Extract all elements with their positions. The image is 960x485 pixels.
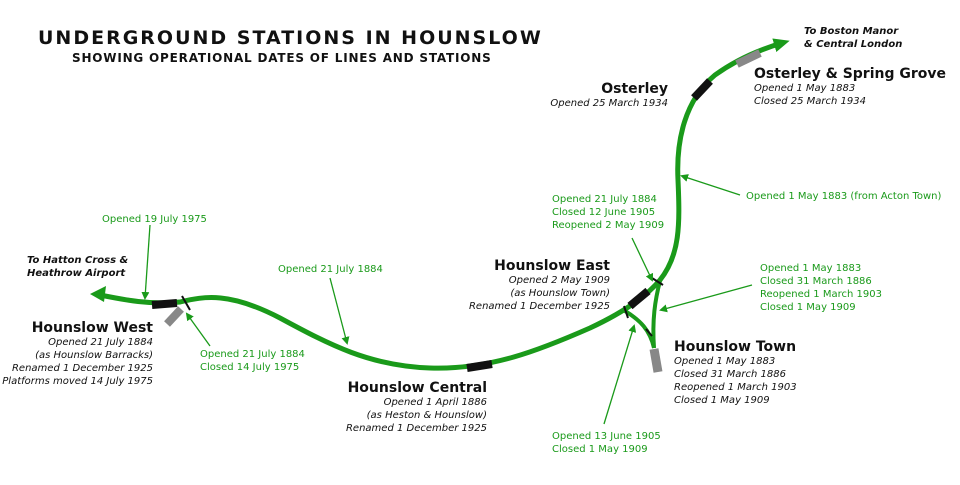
- annotation-line: Opened 1 May 1883 (from Acton Town): [746, 191, 942, 202]
- station-date: Platforms moved 14 July 1975: [2, 376, 153, 387]
- annotation-line: Closed 1 May 1909: [552, 444, 648, 455]
- hounslow-west-old-platform: [164, 306, 184, 327]
- station-date: Closed 1 May 1909: [674, 395, 770, 406]
- annotation-acton-town: Opened 1 May 1883 (from Acton Town): [746, 190, 941, 203]
- station-date: Opened 1 May 1883: [674, 356, 776, 367]
- annotation-line: Opened 21 July 1884: [200, 349, 305, 360]
- junction-marker: [181, 295, 191, 311]
- annotation-line: Closed 14 July 1975: [200, 362, 300, 373]
- annotation-line: Closed 31 March 1886: [760, 276, 872, 287]
- station-osterley: Osterley Opened 25 March 1934: [550, 81, 668, 110]
- station-name: Hounslow Central: [347, 380, 487, 396]
- annotation-line: Closed 1 May 1909: [760, 302, 856, 313]
- station-name: Osterley & Spring Grove: [754, 66, 947, 82]
- destination-west: To Hatton Cross & Heathrow Airport: [27, 254, 128, 280]
- station-date: Opened 1 May 1883: [754, 83, 856, 94]
- station-date: Opened 21 July 1884: [48, 337, 153, 348]
- annotation-arrow: [185, 312, 211, 347]
- station-date: Opened 2 May 1909: [508, 275, 610, 286]
- annotation-arrow: [659, 284, 753, 313]
- station-name: Hounslow East: [494, 258, 610, 274]
- annotation-line: Closed 12 June 1905: [552, 207, 656, 218]
- annotation-line: Opened 21 July 1884: [278, 264, 383, 275]
- station-name: Hounslow West: [31, 320, 153, 336]
- destination-line: & Central London: [804, 39, 903, 50]
- hounslow-central-platform: [466, 360, 493, 372]
- station-name: Hounslow Town: [674, 339, 797, 355]
- annotation-line: Opened 13 June 1905: [552, 431, 661, 442]
- station-date: Opened 1 April 1886: [383, 397, 487, 408]
- annotation-arrow: [141, 224, 151, 300]
- station-date: Closed 25 March 1934: [754, 96, 867, 107]
- station-hounslow-east: Hounslow East Opened 2 May 1909 (as Houn…: [469, 258, 610, 313]
- annotation-east-curve: Opened 21 July 1884 Closed 12 June 1905 …: [552, 193, 664, 232]
- station-osterley-spring-grove: Osterley & Spring Grove Opened 1 May 188…: [754, 66, 946, 108]
- destination-line: To Boston Manor: [804, 26, 899, 37]
- annotation-line: Opened 21 July 1884: [552, 194, 657, 205]
- annotation-line: Opened 1 May 1883: [760, 263, 862, 274]
- annotation-town-north: Opened 1 May 1883 Closed 31 March 1886 R…: [760, 262, 882, 314]
- destination-line: Heathrow Airport: [27, 268, 126, 279]
- osterley-spring-grove-platform: [735, 49, 762, 68]
- west-arrowhead: [90, 286, 106, 302]
- station-date: Renamed 1 December 1925: [345, 423, 487, 434]
- annotation-heathrow-ext: Opened 19 July 1975: [102, 213, 207, 226]
- hounslow-west-platform: [151, 299, 178, 309]
- osterley-platform: [691, 78, 713, 101]
- hounslow-east-platform: [627, 287, 651, 310]
- hounslow-town-branch-north: [651, 280, 662, 349]
- annotation-west-old: Opened 21 July 1884 Closed 14 July 1975: [200, 348, 305, 374]
- annotation-line: Reopened 1 March 1903: [760, 289, 882, 300]
- station-date: (as Hounslow Town): [510, 288, 610, 299]
- page-subtitle: SHOWING OPERATIONAL DATES OF LINES AND S…: [72, 51, 492, 65]
- annotation-arrow: [680, 174, 741, 196]
- station-date: (as Hounslow Barracks): [35, 350, 153, 361]
- station-date: Reopened 1 March 1903: [674, 382, 797, 393]
- annotation-line: Reopened 2 May 1909: [552, 220, 665, 231]
- page-title: UNDERGROUND STATIONS IN HOUNSLOW: [38, 27, 543, 49]
- destination-line: To Hatton Cross &: [27, 255, 129, 266]
- annotation-town-south: Opened 13 June 1905 Closed 1 May 1909: [552, 430, 661, 456]
- annotation-line: Opened 19 July 1975: [102, 214, 207, 225]
- station-hounslow-central: Hounslow Central Opened 1 April 1886 (as…: [346, 380, 487, 435]
- annotation-arrow: [329, 277, 350, 345]
- hounslow-town-platform: [649, 348, 663, 373]
- station-date: Opened 25 March 1934: [550, 98, 668, 109]
- destination-east: To Boston Manor & Central London: [804, 25, 902, 51]
- station-hounslow-west: Hounslow West Opened 21 July 1884 (as Ho…: [2, 320, 153, 388]
- station-date: Closed 31 March 1886: [674, 369, 787, 380]
- junction-marker: [623, 305, 629, 319]
- station-date: (as Heston & Hounslow): [366, 410, 487, 421]
- annotation-arrow: [603, 324, 637, 425]
- station-date: Renamed 1 December 1925: [468, 301, 610, 312]
- annotation-arrow: [631, 237, 654, 282]
- station-name: Osterley: [601, 81, 668, 97]
- station-hounslow-town: Hounslow Town Opened 1 May 1883 Closed 3…: [674, 339, 797, 407]
- junction-marker: [651, 277, 664, 286]
- annotation-central-line: Opened 21 July 1884: [278, 263, 383, 276]
- station-date: Renamed 1 December 1925: [11, 363, 153, 374]
- junction-marker: [645, 328, 653, 337]
- main-line-track: [97, 38, 790, 371]
